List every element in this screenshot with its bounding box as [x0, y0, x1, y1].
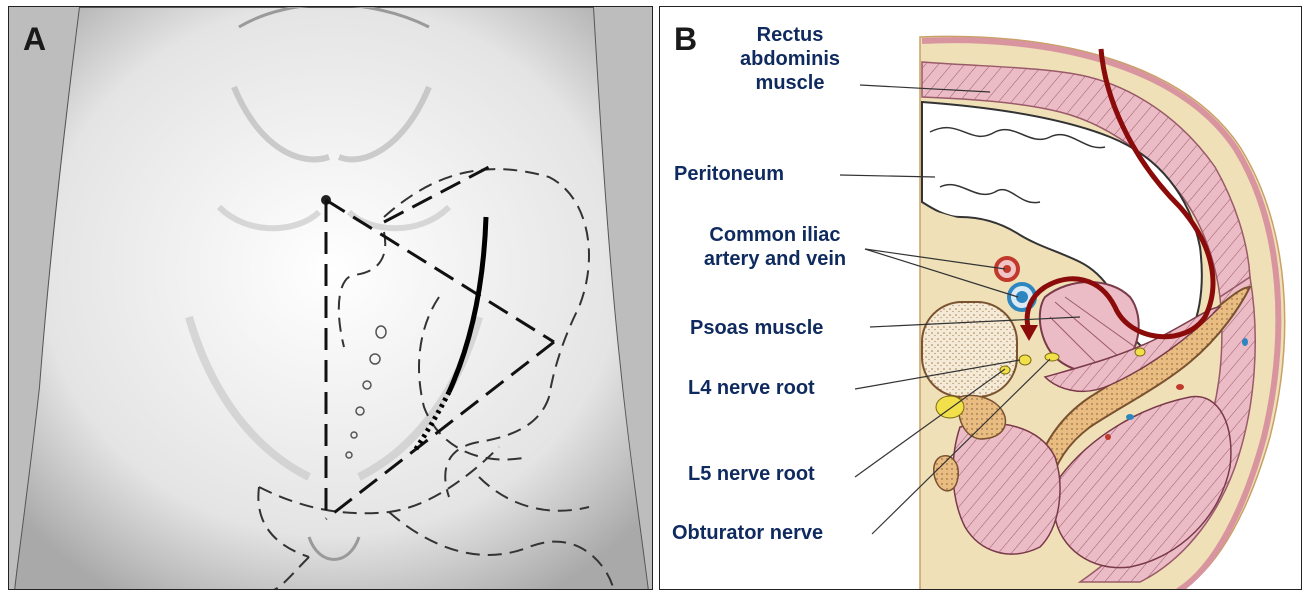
vertebral-body	[922, 302, 1017, 397]
panel-label-a: A	[23, 21, 46, 58]
label-obturator-nerve: Obturator nerve	[672, 521, 823, 545]
label-rectus-line3: muscle	[720, 71, 860, 95]
label-rectus-line2: abdominis	[720, 47, 860, 71]
label-peritoneum: Peritoneum	[674, 162, 784, 186]
label-psoas-muscle: Psoas muscle	[690, 316, 823, 340]
torso-outline	[14, 7, 649, 590]
l5-nerve-root	[936, 396, 964, 418]
label-l5-nerve-root: L5 nerve root	[688, 462, 815, 486]
panel-b-cross-section: B Rectus abdominis muscle Peritoneum Com…	[659, 6, 1302, 590]
l4-nerve-root	[1019, 355, 1031, 365]
obturator-nerve	[1045, 353, 1059, 361]
label-l4-nerve-root: L4 nerve root	[688, 376, 815, 400]
panel-a-surface-anatomy: A	[8, 6, 653, 590]
label-rectus-line1: Rectus	[720, 23, 860, 47]
abdomen-illustration	[9, 7, 653, 590]
label-iliac-line1: Common iliac	[680, 223, 870, 247]
label-rectus-abdominis: Rectus abdominis muscle	[720, 23, 860, 95]
label-common-iliac: Common iliac artery and vein	[680, 223, 870, 271]
panel-label-b: B	[674, 21, 697, 58]
label-iliac-line2: artery and vein	[680, 247, 870, 271]
